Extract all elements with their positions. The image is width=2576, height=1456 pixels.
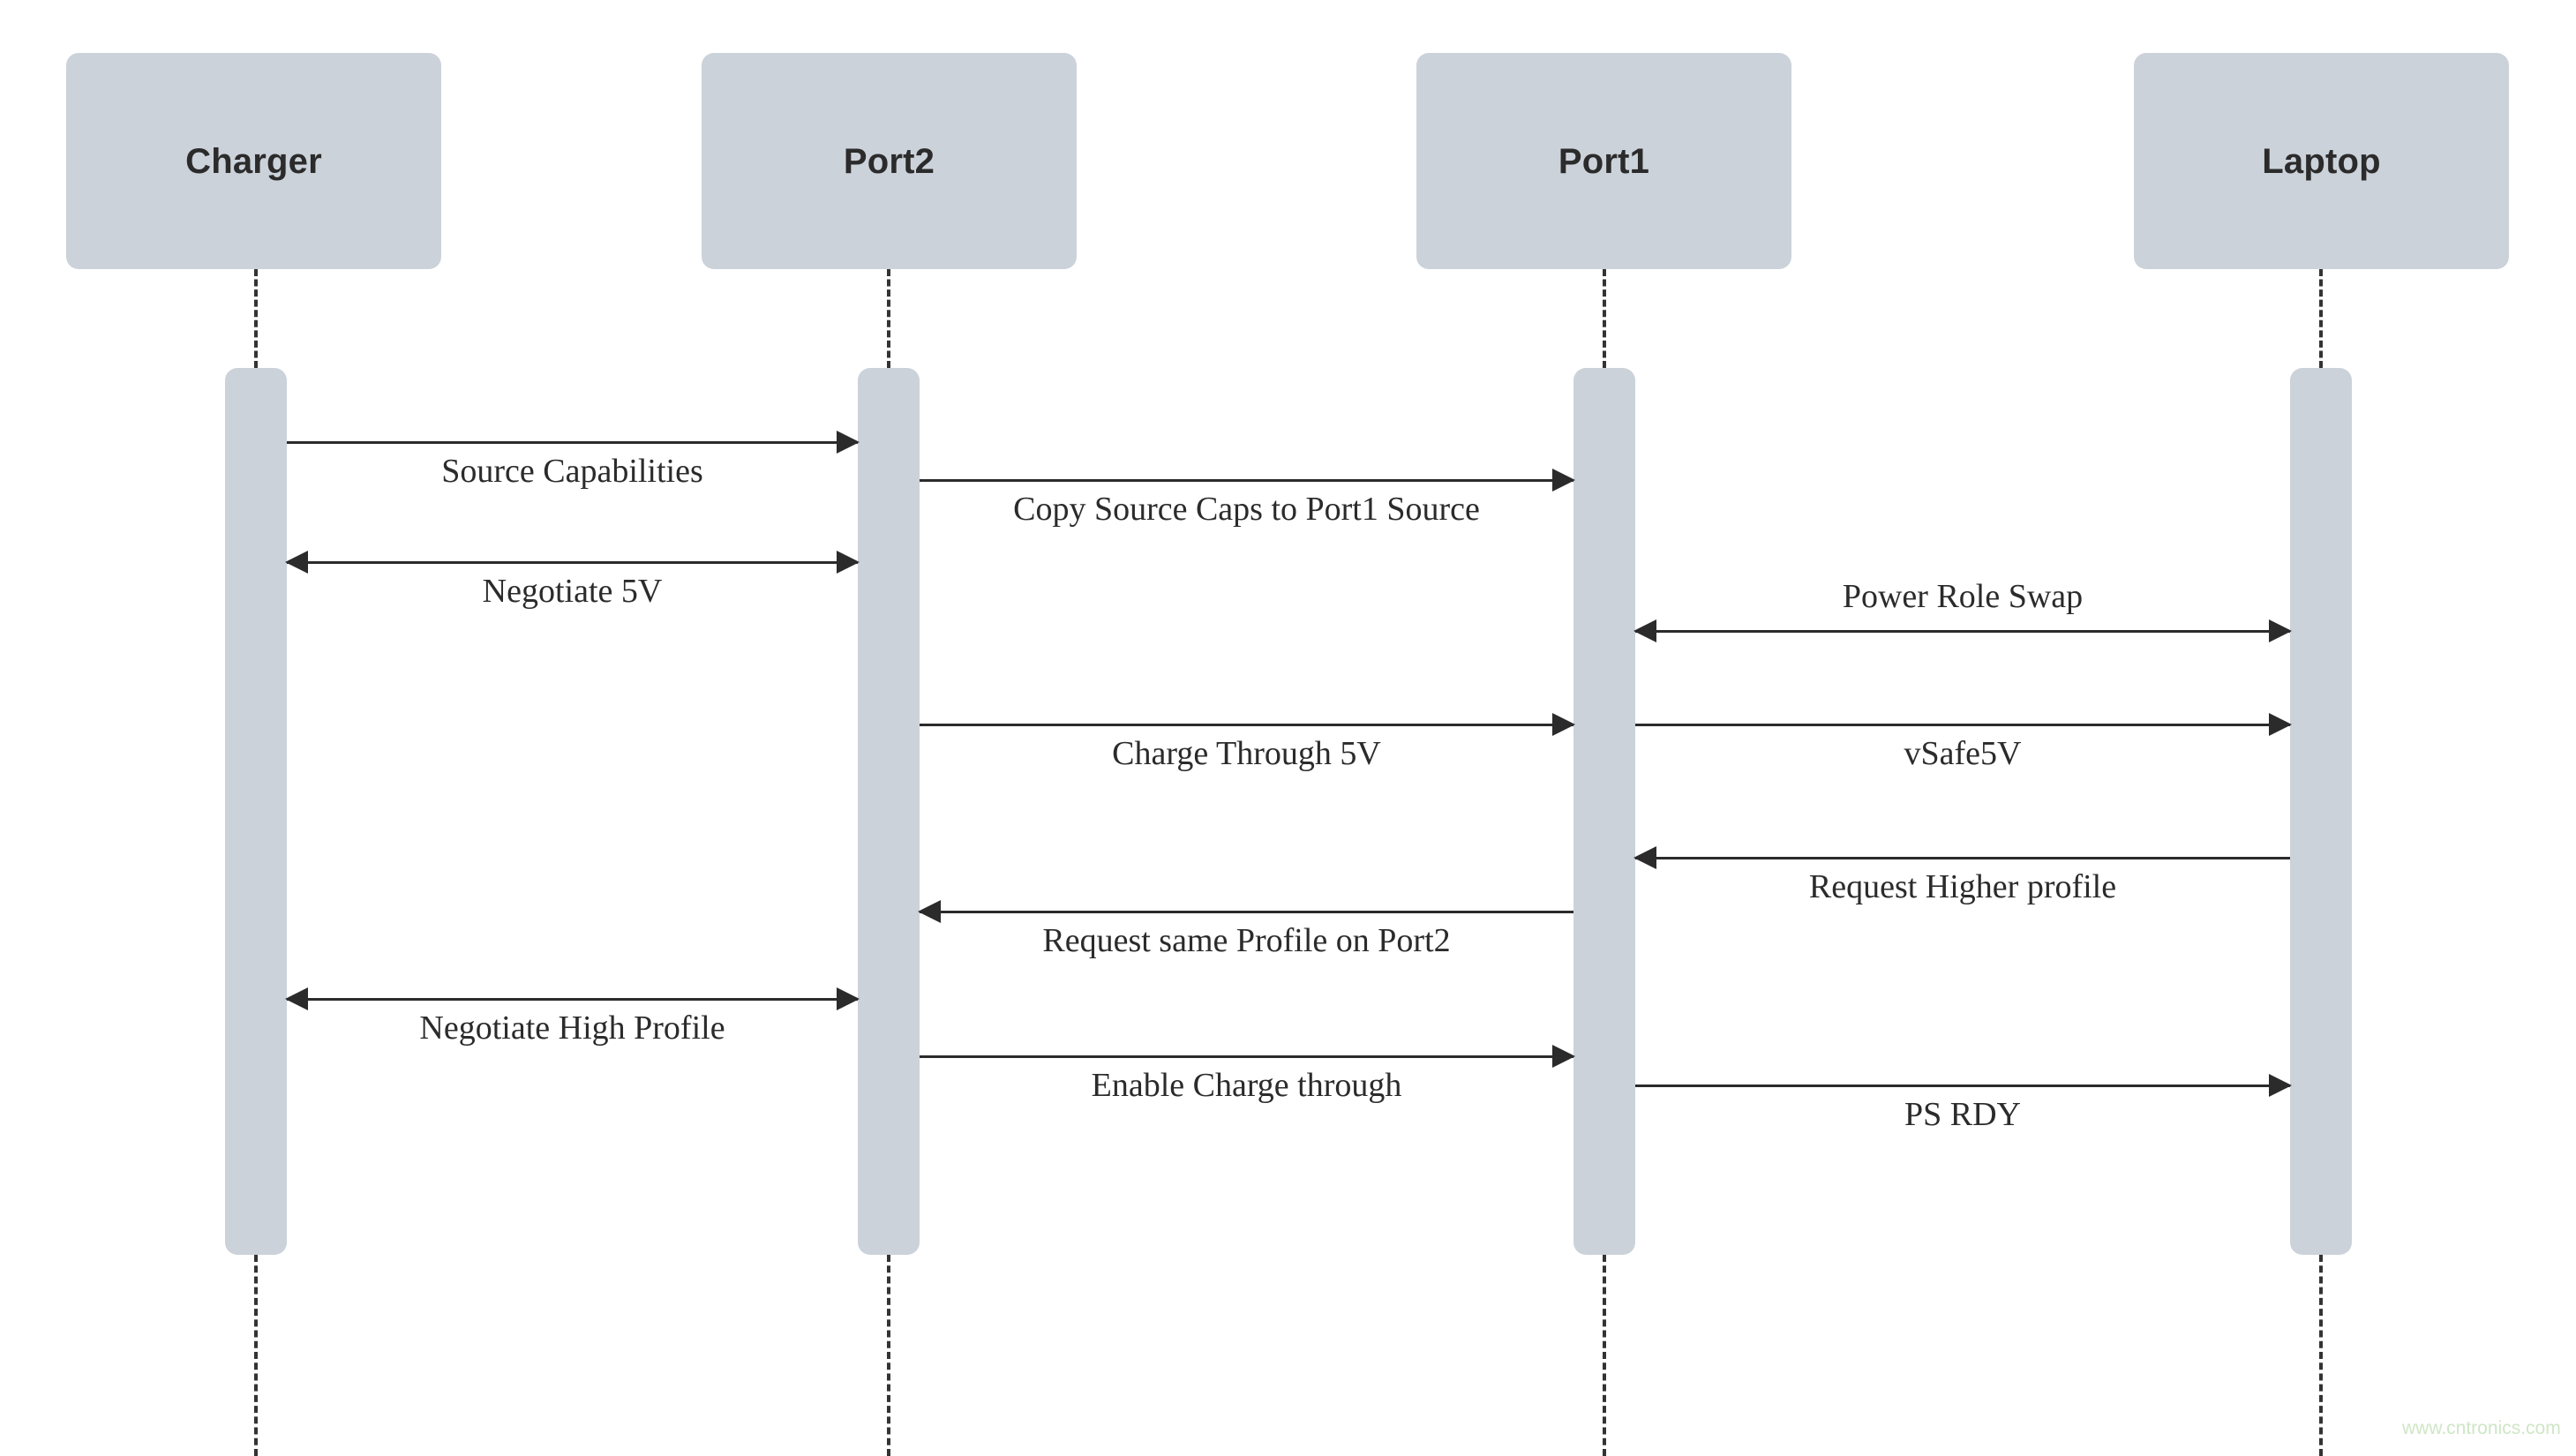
participant-label-port2: Port2	[843, 141, 935, 181]
message-line-power-role-swap	[1635, 630, 2290, 633]
arrowhead-right-icon	[1552, 713, 1575, 736]
message-line-negotiate-high-profile	[287, 998, 858, 1001]
message-label-enable-charge-through: Enable Charge through	[1091, 1067, 1402, 1104]
participant-box-port2[interactable]: Port2	[702, 53, 1077, 269]
arrowhead-right-icon	[1552, 1045, 1575, 1068]
arrowhead-right-icon	[2269, 713, 2292, 736]
message-label-request-same-profile: Request same Profile on Port2	[1042, 922, 1451, 959]
lifeline-port2-bottom	[887, 1255, 890, 1456]
message-label-ps-rdy: PS RDY	[1904, 1096, 2021, 1133]
message-line-copy-source-caps	[920, 479, 1573, 482]
participant-box-port1[interactable]: Port1	[1416, 53, 1791, 269]
lifeline-charger-top	[254, 269, 258, 368]
message-label-charge-through-5v: Charge Through 5V	[1112, 735, 1381, 772]
message-label-source-capabilities: Source Capabilities	[441, 453, 703, 490]
arrowhead-left-icon	[285, 987, 308, 1010]
message-label-power-role-swap: Power Role Swap	[1842, 578, 2084, 616]
message-label-request-higher-profile: Request Higher profile	[1808, 868, 2117, 905]
activation-bar-laptop[interactable]	[2290, 368, 2352, 1255]
arrowhead-right-icon	[2269, 619, 2292, 642]
arrowhead-right-icon	[2269, 1074, 2292, 1097]
arrowhead-right-icon	[1552, 469, 1575, 492]
participant-label-laptop: Laptop	[2262, 141, 2381, 181]
lifeline-port1-bottom	[1603, 1255, 1606, 1456]
lifeline-port1-top	[1603, 269, 1606, 368]
message-label-negotiate-5v: Negotiate 5V	[482, 573, 663, 610]
message-line-request-higher-profile	[1635, 857, 2290, 859]
arrowhead-right-icon	[837, 431, 860, 454]
lifeline-port2-top	[887, 269, 890, 368]
activation-bar-charger[interactable]	[225, 368, 287, 1255]
watermark: www.cntronics.com	[2402, 1418, 2561, 1438]
participant-box-charger[interactable]: Charger	[66, 53, 441, 269]
message-label-vsafe5v: vSafe5V	[1904, 735, 2022, 772]
lifeline-laptop-top	[2319, 269, 2323, 368]
message-line-charge-through-5v	[920, 724, 1573, 726]
message-line-source-capabilities	[287, 441, 858, 444]
message-line-enable-charge-through	[920, 1055, 1573, 1058]
participant-label-charger: Charger	[185, 141, 322, 181]
message-line-request-same-profile	[920, 911, 1573, 913]
activation-bar-port1[interactable]	[1573, 368, 1635, 1255]
message-line-vsafe5v	[1635, 724, 2290, 726]
arrowhead-left-icon	[285, 551, 308, 574]
message-line-ps-rdy	[1635, 1084, 2290, 1087]
message-label-negotiate-high-profile: Negotiate High Profile	[419, 1009, 725, 1047]
arrowhead-right-icon	[837, 987, 860, 1010]
arrowhead-left-icon	[918, 900, 941, 923]
lifeline-charger-bottom	[254, 1255, 258, 1456]
arrowhead-left-icon	[1633, 846, 1656, 869]
activation-bar-port2[interactable]	[858, 368, 920, 1255]
participant-label-port1: Port1	[1558, 141, 1650, 181]
arrowhead-right-icon	[837, 551, 860, 574]
message-line-negotiate-5v	[287, 561, 858, 564]
participant-box-laptop[interactable]: Laptop	[2134, 53, 2509, 269]
arrowhead-left-icon	[1633, 619, 1656, 642]
lifeline-laptop-bottom	[2319, 1255, 2323, 1456]
message-label-copy-source-caps: Copy Source Caps to Port1 Source	[1013, 491, 1480, 528]
